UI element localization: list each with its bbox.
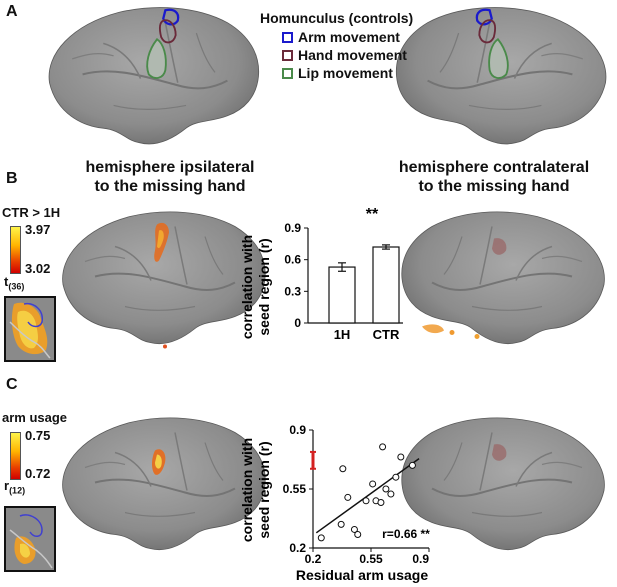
- inset-c: [4, 506, 56, 572]
- legend-swatch: [282, 49, 293, 61]
- scatter-point: [408, 461, 416, 469]
- lip-outline: [488, 37, 509, 79]
- activation-blob: [492, 238, 507, 255]
- hand-outline: [158, 19, 177, 44]
- heading-contralateral: hemisphere contralateral to the missing …: [378, 158, 610, 196]
- colorbar-c: [10, 432, 21, 480]
- bar: [328, 266, 356, 324]
- colorbar-b: [10, 226, 21, 274]
- scatter-point: [350, 525, 358, 533]
- colorbar-c-max: 0.75: [25, 428, 51, 443]
- scatter-point: [387, 490, 395, 498]
- heading-line: to the missing hand: [94, 178, 246, 195]
- bar-chart: correlation with seed region (r) 0 0.3 0.6…: [239, 206, 403, 342]
- colorbar-b-min: 3.02: [25, 261, 51, 276]
- scatter-point: [377, 498, 385, 506]
- scatter-point: [317, 534, 325, 542]
- brain-b-right: [400, 210, 606, 345]
- scatter-point: [392, 473, 400, 481]
- brain-c-right: [400, 416, 606, 551]
- bar-y-tick-label: 0.9: [284, 221, 301, 235]
- legend-label: Arm movement: [298, 29, 400, 45]
- panel-letter-b: B: [6, 170, 18, 187]
- stat-symbol: r: [4, 478, 10, 493]
- scatter-point: [339, 465, 347, 473]
- scatter-y-tick-label: 0.2: [289, 541, 306, 555]
- stat-df: (12): [9, 485, 26, 496]
- scatter-point: [369, 480, 377, 488]
- legend-title: Homunculus (controls): [260, 10, 414, 26]
- scatter-point: [337, 520, 345, 528]
- legend-item-arm: Arm movement: [282, 28, 413, 46]
- bar-significance: **: [366, 206, 379, 223]
- scatter-ylabel-line2: seed region (r): [256, 441, 272, 538]
- bar-y-tick-label: 0.6: [284, 253, 301, 267]
- scatter-y-tick-label: 0.55: [283, 482, 307, 496]
- scatter-point: [379, 443, 387, 451]
- scatter-point: [397, 453, 405, 461]
- panel-letter-a: A: [6, 3, 18, 20]
- colorbar-c-title: arm usage: [2, 410, 68, 425]
- stat-symbol: t: [4, 274, 9, 289]
- legend-item-lip: Lip movement: [282, 64, 413, 82]
- scatter-x-tick-label: 0.55: [359, 552, 383, 566]
- legend-item-hand: Hand movement: [282, 46, 413, 64]
- inset-b: [4, 296, 56, 362]
- scatter-x-tick-label: 0.2: [305, 552, 322, 566]
- scatter-point: [362, 497, 370, 505]
- legend-swatch: [282, 31, 293, 43]
- bar-y-tick-label: 0: [294, 316, 301, 330]
- bar-ylabel-line2: seed region (r): [256, 238, 272, 335]
- activation-blob: [422, 324, 444, 334]
- scatter-axes: 0.2 0.55 0.9 0.2 0.55 0.9: [283, 423, 430, 566]
- scatter-y-tick-label: 0.9: [289, 423, 306, 437]
- colorbar-c-stat: r(12): [4, 478, 25, 496]
- scatter-point: [382, 485, 390, 493]
- heading-line: hemisphere contralateral: [398, 159, 590, 176]
- scatter-ylabel-line1: correlation with: [239, 438, 255, 542]
- brain-c-left: [61, 416, 267, 551]
- brain-b-left: [61, 210, 267, 349]
- heading-line: to the missing hand: [418, 178, 570, 195]
- scatter-x-tick-label: 0.9: [412, 552, 429, 566]
- scatter-fit-line: [315, 458, 420, 534]
- heading-line: hemisphere ipsilateral: [85, 159, 255, 176]
- scatter-annotation: r=0.66 **: [382, 527, 430, 541]
- legend-swatch: [282, 67, 293, 79]
- colorbar-c-min: 0.72: [25, 466, 51, 481]
- homunculus-legend: Homunculus (controls) Arm movement Hand …: [260, 10, 413, 82]
- arm-outline: [162, 8, 180, 26]
- lip-outline: [146, 37, 167, 79]
- bar-category-label: CTR: [373, 327, 400, 342]
- bar-marks: 1H CTR: [328, 244, 400, 342]
- scatter-xlabel: Residual arm usage: [296, 567, 428, 583]
- legend-label: Lip movement: [298, 65, 393, 81]
- bar-ylabel-line1: correlation with: [239, 235, 255, 339]
- legend-label: Hand movement: [298, 47, 407, 63]
- bar-y-tick-label: 0.3: [284, 284, 301, 298]
- scatter-chart: correlation with seed region (r) 0.2 0.55…: [239, 423, 430, 583]
- brain-a-left: [48, 6, 260, 146]
- colorbar-b-max: 3.97: [25, 222, 51, 237]
- scatter-point: [354, 531, 362, 539]
- panel-letter-c: C: [6, 376, 18, 393]
- brain-a-right: [395, 6, 607, 146]
- bar-category-label: 1H: [334, 327, 351, 342]
- scatter-point: [344, 493, 352, 501]
- colorbar-b-stat: t(36): [4, 274, 24, 292]
- stat-df: (36): [8, 281, 25, 292]
- activation-blob: [492, 444, 507, 461]
- heading-ipsilateral: hemisphere ipsilateral to the missing ha…: [60, 158, 280, 196]
- hand-outline: [478, 19, 497, 44]
- arm-outline: [475, 8, 493, 26]
- bar: [372, 246, 400, 324]
- colorbar-b-title: CTR > 1H: [2, 205, 61, 220]
- scatter-marks: [310, 443, 420, 542]
